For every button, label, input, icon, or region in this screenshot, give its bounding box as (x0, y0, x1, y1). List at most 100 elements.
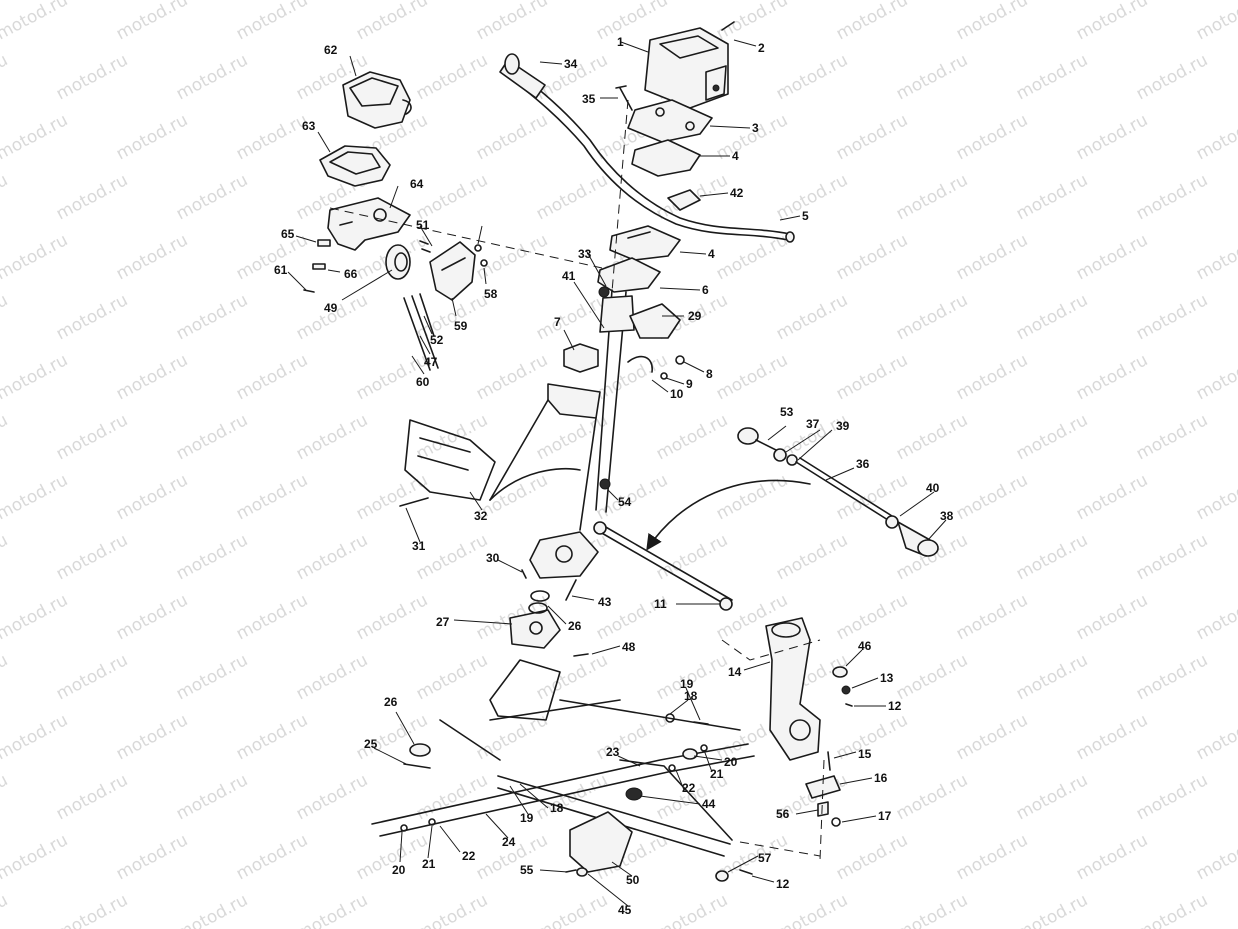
nut-part-44 (576, 867, 588, 877)
callout-label-16: 16 (874, 771, 888, 785)
clamp-half-part-4-upper (631, 139, 701, 177)
watermark-text: motod.ru (893, 410, 971, 464)
watermark-text: motod.ru (173, 890, 251, 929)
clamp-part-28 (629, 303, 681, 339)
handlebar-grip-part-33 (499, 53, 546, 99)
watermark-text: motod.ru (1133, 650, 1211, 704)
watermark-text: motod.ru (413, 50, 491, 104)
callout-label-62: 63 (302, 119, 316, 133)
washer-part-22b (428, 818, 436, 826)
switch-knob-part-48 (385, 244, 411, 280)
watermark-text: motod.ru (533, 650, 611, 704)
watermark-text: motod.ru (1073, 590, 1151, 644)
watermark-text: motod.ru (113, 710, 191, 764)
watermark-text: motod.ru (113, 590, 191, 644)
steering-column (595, 289, 635, 513)
callout-label-3: 3 (752, 121, 759, 135)
watermark-text: motod.ru (293, 290, 371, 344)
pin-part-12b (739, 869, 753, 875)
watermark-text: motod.ru (293, 770, 371, 824)
callout-label-34: 35 (582, 92, 596, 106)
watermark-text: motod.ru (53, 650, 131, 704)
watermark-text: motod.ru (173, 290, 251, 344)
washer-part-9 (660, 372, 668, 380)
watermark-text: motod.ru (1193, 470, 1238, 524)
callout-label-6: 6 (702, 283, 709, 297)
callout-label-15: 15 (858, 747, 872, 761)
watermark-text: motod.ru (293, 530, 371, 584)
leader-lines (287, 39, 947, 907)
tie-rod-part-11 (593, 521, 733, 611)
cable-part-51 (419, 293, 435, 337)
watermark-text: motod.ru (893, 650, 971, 704)
callout-label-13: 13 (880, 671, 894, 685)
callout-label-61: 62 (324, 43, 338, 57)
watermark-text: motod.ru (773, 170, 851, 224)
watermark-text: motod.ru (1073, 710, 1151, 764)
callout-label-2: 2 (758, 41, 765, 55)
watermark-text: motod.ru (1133, 770, 1211, 824)
watermark-text: motod.ru (1013, 770, 1091, 824)
watermark-text: motod.ru (233, 0, 311, 44)
watermark-text: motod.ru (773, 890, 851, 929)
callout-label-12b: 12 (776, 877, 790, 891)
watermark-text: motod.ru (413, 890, 491, 929)
watermark-text: motod.ru (1133, 50, 1211, 104)
callout-label-36: 37 (806, 417, 820, 431)
watermark-text: motod.ru (1013, 170, 1091, 224)
callout-label-14: 14 (728, 665, 742, 679)
watermark-text: motod.ru (1013, 530, 1091, 584)
screw-part-66 (474, 244, 482, 252)
bolt-part-15 (827, 751, 831, 771)
watermark-text: motod.ru (1133, 410, 1211, 464)
callout-label-30: 31 (412, 539, 426, 553)
watermark-text: motod.ru (53, 290, 131, 344)
watermark-text: motod.ru (1193, 0, 1238, 44)
watermark-text: motod.ru (53, 50, 131, 104)
callout-label-59: 60 (416, 375, 430, 389)
callout-label-55: 56 (776, 807, 790, 821)
pad-part-41 (667, 189, 701, 211)
dash-line-1 (329, 207, 603, 269)
watermark-text: motod.ru (0, 170, 11, 224)
watermark-text: motod.ru (1073, 110, 1151, 164)
watermark-text: motod.ru (353, 470, 431, 524)
bolt-part-30 (399, 497, 429, 507)
switch-bracket-part-58 (429, 241, 476, 301)
handlebar-part-5 (509, 69, 795, 243)
pin-part-29 (521, 569, 527, 579)
washer-part-26 (530, 590, 550, 602)
callout-label-33: 34 (564, 57, 578, 71)
callout-label-65: 66 (344, 267, 358, 281)
watermark-text: motod.ru (413, 410, 491, 464)
watermark-text: motod.ru (1073, 0, 1151, 44)
dash-line-2 (611, 99, 629, 293)
control-housing-part-1 (644, 27, 729, 109)
callout-label-60: 61 (274, 263, 288, 277)
callout-label-22b: 22 (462, 849, 476, 863)
watermark-text: motod.ru (233, 710, 311, 764)
watermark-text: motod.ru (53, 410, 131, 464)
bracket-part-16 (805, 775, 841, 799)
callout-label-1: 1 (617, 35, 624, 49)
callout-label-4b: 4 (708, 247, 715, 261)
watermark-text: motod.ru (1013, 410, 1091, 464)
watermark-text: motod.ru (533, 290, 611, 344)
watermark-text: motod.ru (173, 410, 251, 464)
watermark-text: motod.ru (833, 590, 911, 644)
nut-part-57 (480, 259, 488, 267)
dash-line-3 (721, 639, 821, 661)
callout-label-19b: 19 (520, 811, 534, 825)
watermark-text: motod.ru (353, 590, 431, 644)
washer-part-22 (668, 764, 676, 772)
watermark-text: motod.ru (53, 770, 131, 824)
callout-label-64: 65 (281, 227, 295, 241)
watermark-text: motod.ru (113, 830, 191, 884)
watermark-text: motod.ru (953, 830, 1031, 884)
callout-label-52: 53 (780, 405, 794, 419)
watermark-text: motod.ru (113, 110, 191, 164)
bolt-part-55 (817, 801, 829, 817)
watermark-text: motod.ru (1073, 230, 1151, 284)
